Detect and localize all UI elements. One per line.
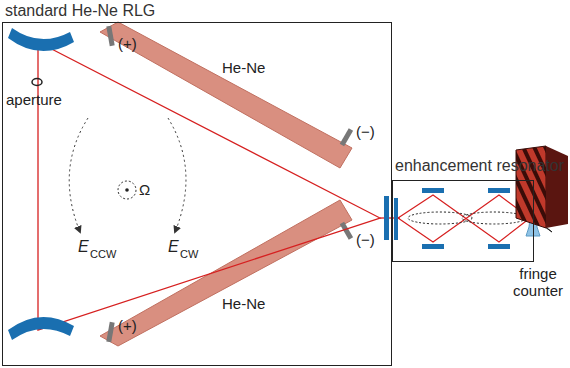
field-label: E (78, 238, 89, 256)
electrode-label: (+) (118, 36, 137, 53)
rlg-housing: standard He-Ne RLG (2, 22, 392, 366)
rotation-label: Ω (139, 182, 150, 199)
electrode-label: (−) (356, 124, 375, 141)
field-subscript: CW (180, 248, 198, 260)
box-heading: standard He-Ne RLG (5, 2, 155, 20)
aperture-label: aperture (6, 92, 62, 109)
box-heading: enhancement resonator (395, 157, 564, 175)
fringe-label: fringe counter (508, 266, 568, 299)
field-subscript: CCW (90, 248, 116, 260)
tube-label: He-Ne (222, 296, 265, 313)
electrode-label: (−) (356, 232, 375, 249)
electrode-label: (+) (118, 318, 137, 335)
tube-label: He-Ne (222, 60, 265, 77)
field-label: E (168, 238, 179, 256)
resonator-box: enhancement resonator (392, 180, 534, 262)
